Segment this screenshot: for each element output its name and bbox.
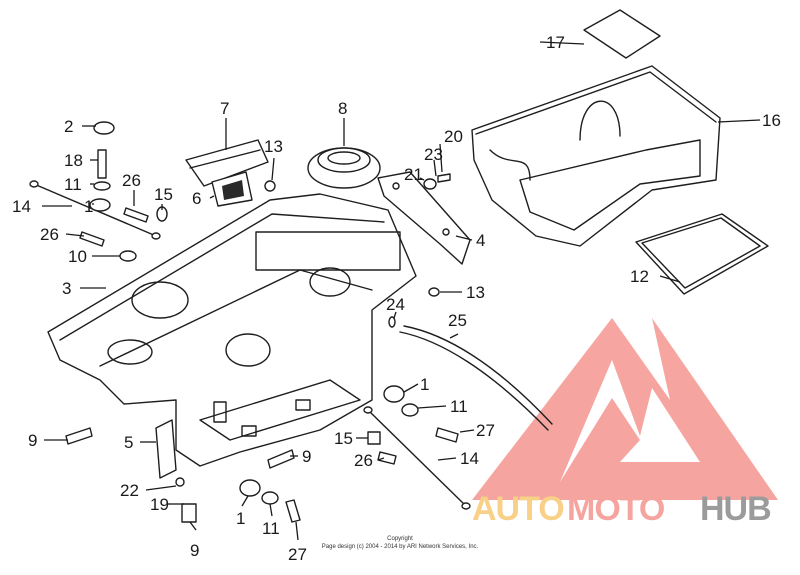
part-labels: 2 17 7 8 13 18 11 14 1 26 15 6 26 10 3 1… bbox=[12, 33, 781, 564]
copyright-line-1: Copyright bbox=[387, 536, 413, 542]
watermark-logo: AUTO MOTO HUB bbox=[472, 318, 778, 528]
watermark-auto: AUTO bbox=[472, 490, 564, 528]
label-9-mid: 9 bbox=[302, 447, 311, 466]
part-3-frame bbox=[47, 193, 417, 467]
copyright-notice: Copyright Page design (c) 2004 - 2014 by… bbox=[322, 536, 479, 550]
part-25-tube bbox=[399, 325, 553, 431]
label-11-upper: 11 bbox=[64, 175, 82, 194]
part-12-mat bbox=[635, 213, 769, 295]
label-14-upper: 14 bbox=[12, 197, 31, 216]
label-7: 7 bbox=[220, 99, 229, 118]
label-24: 24 bbox=[386, 295, 405, 314]
label-3: 3 bbox=[62, 279, 71, 298]
label-5: 5 bbox=[124, 433, 133, 452]
label-1-right: 1 bbox=[420, 375, 429, 394]
label-11-right: 11 bbox=[450, 397, 468, 416]
label-16: 16 bbox=[762, 111, 781, 130]
label-1-upper: 1 bbox=[84, 197, 93, 216]
label-20: 20 bbox=[444, 127, 463, 146]
label-11-bottom: 11 bbox=[262, 519, 280, 538]
label-6: 6 bbox=[192, 189, 201, 208]
part-8-grommet bbox=[307, 147, 381, 189]
label-10: 10 bbox=[68, 247, 87, 266]
label-26-mid: 26 bbox=[40, 225, 59, 244]
label-19: 19 bbox=[150, 495, 169, 514]
label-9-bottom: 9 bbox=[190, 541, 199, 560]
label-27-bottom: 27 bbox=[288, 545, 307, 564]
label-12: 12 bbox=[630, 267, 649, 286]
label-13-upper: 13 bbox=[264, 137, 283, 156]
label-18: 18 bbox=[64, 151, 83, 170]
label-21: 21 bbox=[404, 165, 423, 184]
label-8: 8 bbox=[338, 99, 347, 118]
label-15-lower: 15 bbox=[334, 429, 353, 448]
part-14-rod-lower bbox=[363, 406, 471, 510]
label-1-bottom: 1 bbox=[236, 509, 245, 528]
label-13-lower: 13 bbox=[466, 283, 485, 302]
label-9-left: 9 bbox=[28, 431, 37, 450]
label-4: 4 bbox=[476, 231, 485, 250]
label-17: 17 bbox=[546, 33, 565, 52]
label-25: 25 bbox=[448, 311, 467, 330]
part-6-clamp bbox=[211, 171, 253, 207]
label-27-right: 27 bbox=[476, 421, 495, 440]
part-17-pad bbox=[583, 9, 661, 59]
part-16-tray bbox=[471, 65, 721, 247]
part-7-bracket bbox=[185, 139, 269, 187]
label-26-upper: 26 bbox=[122, 171, 141, 190]
copyright-line-2: Page design (c) 2004 - 2014 by ARI Netwo… bbox=[322, 544, 479, 550]
watermark-moto: MOTO bbox=[567, 490, 665, 528]
label-2: 2 bbox=[64, 117, 73, 136]
leader-lines bbox=[42, 41, 761, 541]
part-4-side-strip bbox=[377, 171, 471, 265]
label-26-lower: 26 bbox=[354, 451, 373, 470]
label-14-lower: 14 bbox=[460, 449, 479, 468]
label-23: 23 bbox=[424, 145, 443, 164]
watermark-hub: HUB bbox=[700, 490, 771, 528]
label-15-upper: 15 bbox=[154, 185, 173, 204]
label-22: 22 bbox=[120, 481, 139, 500]
